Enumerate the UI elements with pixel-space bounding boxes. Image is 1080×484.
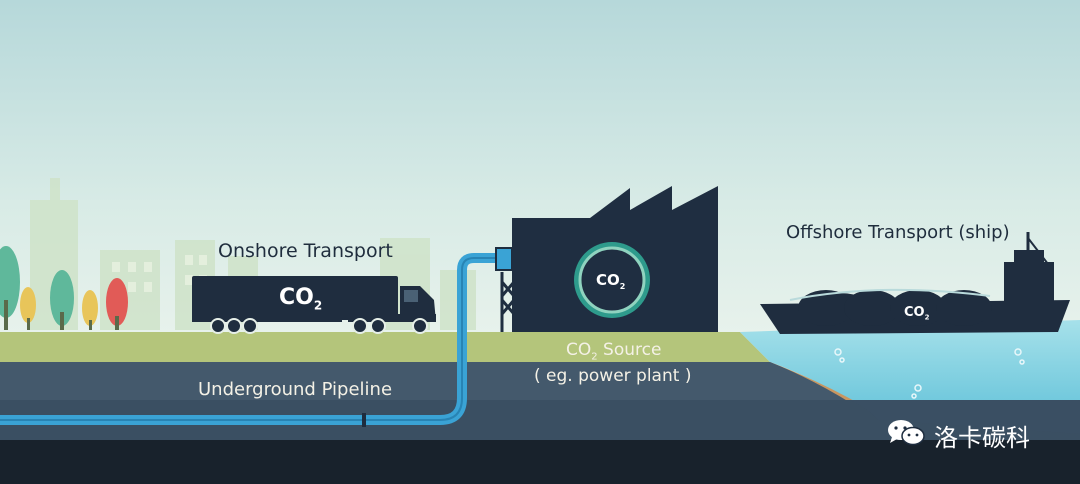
factory-co2-main: CO <box>596 271 620 289</box>
ship-co2-label: CO2 <box>904 305 929 322</box>
trees <box>0 246 128 330</box>
factory-co2-sub: 2 <box>619 282 626 291</box>
truck-co2-main: CO <box>279 285 314 310</box>
co2-source-sub: 2 <box>591 351 598 363</box>
truck-co2-label: CO2 <box>279 285 322 312</box>
wechat-icon <box>886 420 926 451</box>
tree <box>50 270 74 326</box>
sea-bubbles <box>834 348 1025 399</box>
tree <box>106 278 128 326</box>
co2-source-label: CO2 Source <box>566 340 661 362</box>
power-plant-note: ( eg. power plant ) <box>534 366 692 386</box>
underground-pipeline-label: Underground Pipeline <box>198 379 393 400</box>
onshore-transport-label: Onshore Transport <box>218 240 393 262</box>
watermark-text: 洛卡碳科 <box>934 424 1030 452</box>
pipe-joint <box>362 413 366 427</box>
tree <box>82 290 98 326</box>
co2-truck <box>192 276 436 334</box>
truck-co2-sub: 2 <box>313 298 323 313</box>
co2-source-main: CO <box>566 340 592 360</box>
co2-ship <box>760 232 1070 334</box>
factory-building <box>500 186 718 332</box>
grass-strip <box>0 332 770 362</box>
ship-co2-main: CO <box>904 305 925 320</box>
offshore-transport-label: Offshore Transport (ship) <box>786 222 1010 243</box>
tree <box>0 246 20 318</box>
tree <box>20 287 36 323</box>
watermark: 洛卡碳科 <box>886 418 1030 453</box>
co2-source-suffix: Source <box>597 340 662 360</box>
ship-co2-sub: 2 <box>924 313 930 322</box>
factory-co2-label: CO2 <box>596 271 625 291</box>
pipe-connector <box>495 247 513 271</box>
ground-layer-bottom <box>0 440 1080 484</box>
